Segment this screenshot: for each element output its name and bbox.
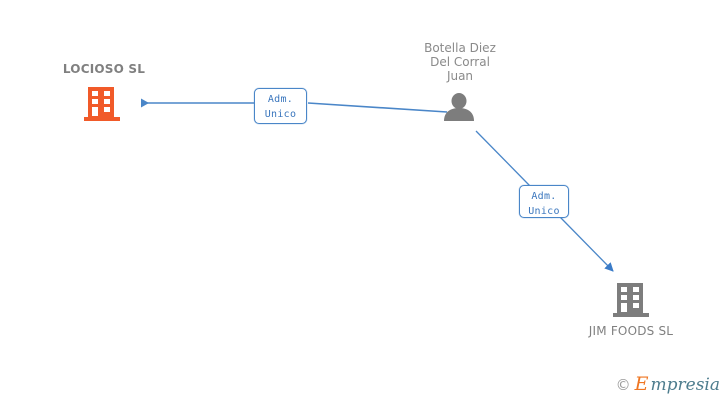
watermark-brand-initial: E bbox=[634, 373, 649, 395]
watermark-empresia: © E mpresia bbox=[616, 375, 720, 394]
node-jimfoods-label: JIM FOODS SL bbox=[588, 324, 674, 338]
badge-line2: Unico bbox=[264, 109, 297, 120]
node-locioso-label: LOCIOSO SL bbox=[62, 62, 146, 76]
badge-line1: Adm. bbox=[531, 191, 557, 202]
watermark-brand-rest: mpresia bbox=[650, 375, 721, 395]
person-name-line3: Juan bbox=[446, 69, 474, 83]
relation-badge-adm-unico-1[interactable]: Adm. Unico bbox=[254, 88, 307, 124]
copyright-icon: © bbox=[615, 376, 631, 394]
person-name-line1: Botella Diez bbox=[424, 41, 496, 55]
edge-person-to-badge1 bbox=[307, 102, 448, 113]
badge-line1: Adm. bbox=[267, 94, 294, 105]
person-name-line2: Del Corral bbox=[430, 55, 490, 69]
badge-line2: Unico bbox=[528, 206, 560, 217]
person-icon bbox=[444, 93, 474, 121]
building-icon bbox=[84, 87, 120, 121]
edge-badge2-to-jimfoods bbox=[559, 216, 614, 272]
node-person-label: Botella Diez Del Corral Juan bbox=[390, 41, 530, 83]
edge-person-to-badge2 bbox=[475, 130, 531, 187]
building-icon bbox=[613, 283, 649, 317]
relation-badge-adm-unico-2[interactable]: Adm. Unico bbox=[519, 185, 569, 218]
